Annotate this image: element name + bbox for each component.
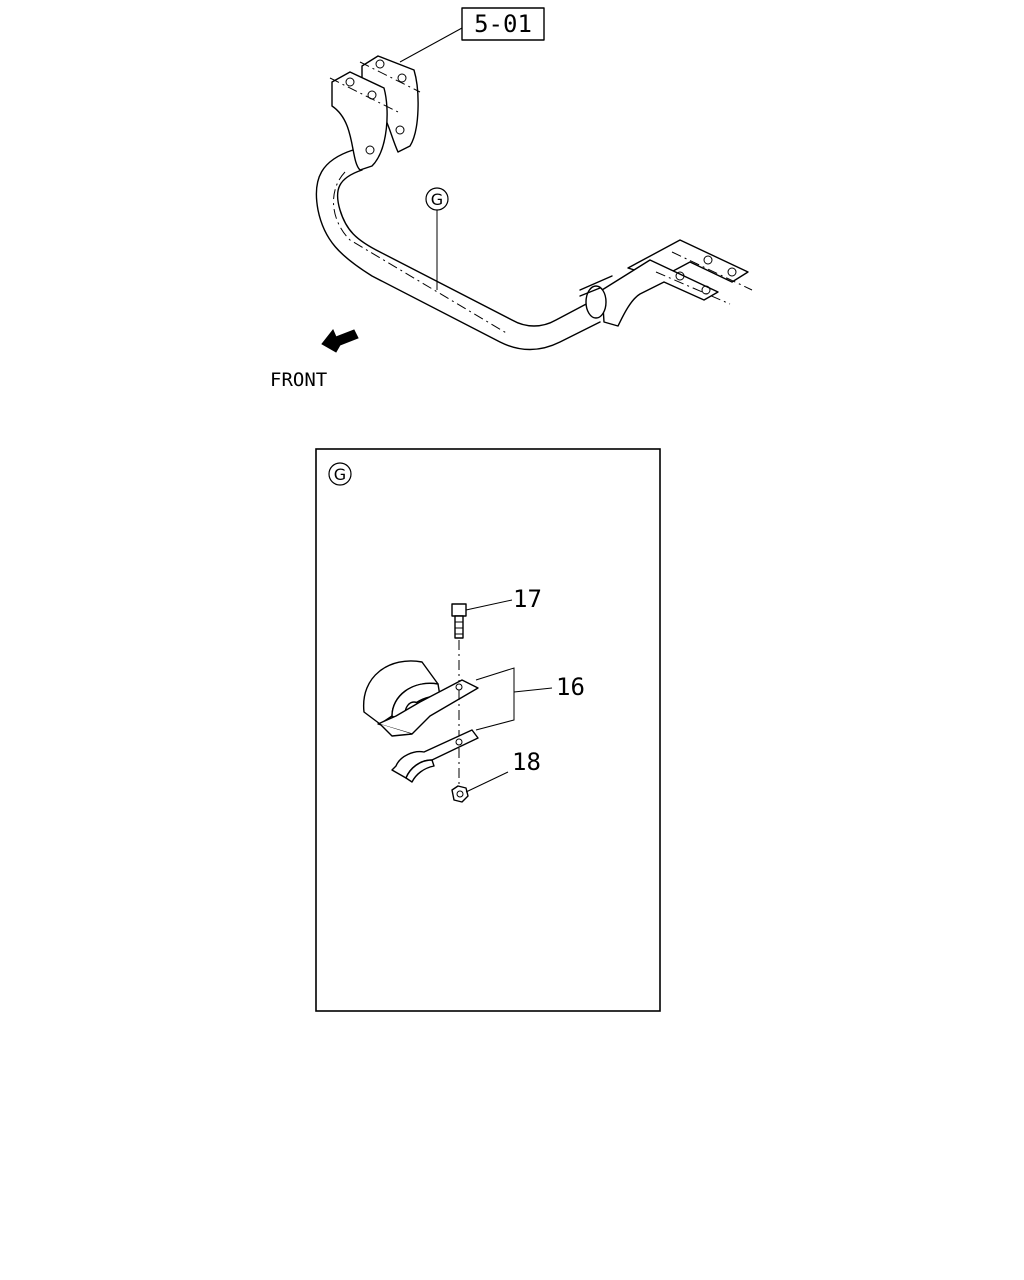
detail-marker-g[interactable]: G bbox=[425, 187, 449, 290]
stabilizer-assembly-view: 5-01 G FRONT bbox=[270, 7, 753, 391]
detail-frame bbox=[315, 448, 661, 1012]
reference-callout-5-01[interactable]: 5-01 bbox=[399, 7, 545, 63]
callout-16: 16 bbox=[556, 673, 585, 701]
detail-view-marker: G bbox=[328, 462, 352, 486]
front-direction-indicator: FRONT bbox=[270, 329, 359, 391]
reference-box-label: 5-01 bbox=[474, 10, 532, 38]
stabilizer-bar bbox=[315, 149, 601, 351]
front-arrow-icon bbox=[321, 329, 359, 353]
detail-marker-label: G bbox=[431, 190, 443, 209]
callout-18: 18 bbox=[512, 748, 541, 776]
detail-view-marker-label: G bbox=[334, 465, 346, 484]
callout-17: 17 bbox=[513, 585, 542, 613]
right-bracket bbox=[579, 239, 753, 327]
bolt-part[interactable] bbox=[451, 603, 467, 684]
lower-bracket-part[interactable] bbox=[391, 729, 479, 783]
nut-part[interactable] bbox=[451, 785, 469, 803]
detail-view-g: G bbox=[315, 448, 661, 1012]
bushing-bracket-part[interactable] bbox=[363, 660, 479, 737]
front-label: FRONT bbox=[270, 369, 327, 391]
left-bracket bbox=[329, 55, 421, 171]
